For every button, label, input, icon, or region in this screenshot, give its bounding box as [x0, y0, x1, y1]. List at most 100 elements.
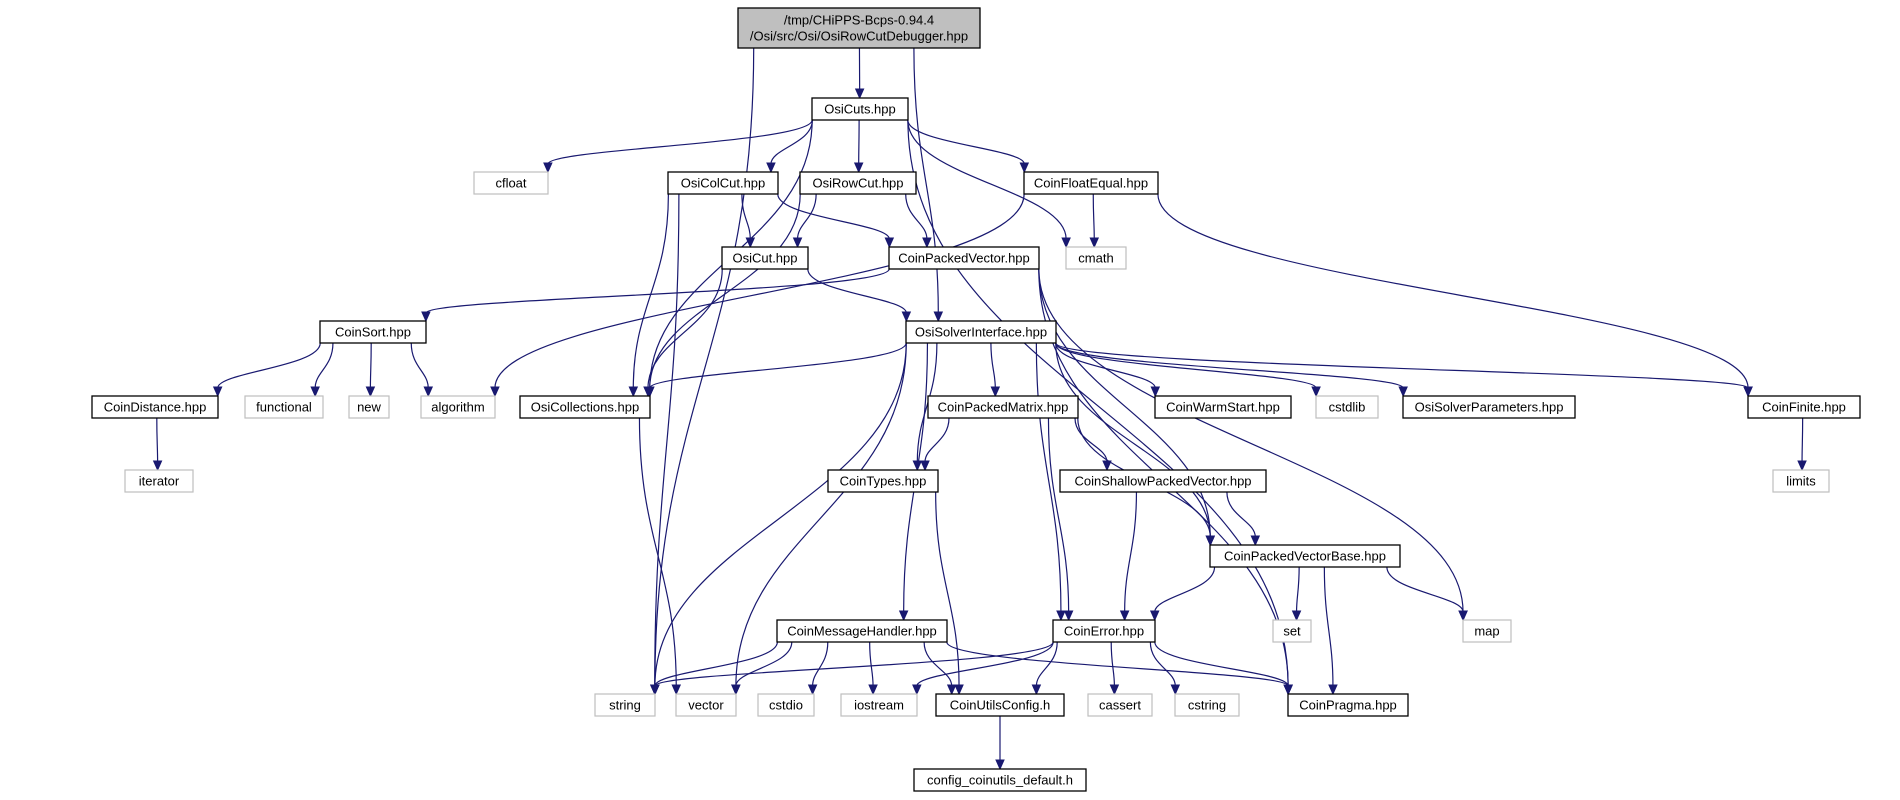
arrowhead-coinerror-to-iostream	[912, 684, 922, 696]
node-functional: functional	[244, 395, 324, 419]
node-coinpackedvectorbase[interactable]: CoinPackedVectorBase.hpp	[1209, 544, 1401, 568]
node-coinsort[interactable]: CoinSort.hpp	[319, 320, 427, 344]
node-coinwarmstart[interactable]: CoinWarmStart.hpp	[1154, 395, 1292, 419]
node-vector: vector	[675, 693, 737, 717]
node-coinfloatequal[interactable]: CoinFloatEqual.hpp	[1023, 171, 1159, 195]
node-label: iterator	[139, 474, 180, 489]
node-coinpackedmatrix[interactable]: CoinPackedMatrix.hpp	[927, 395, 1079, 419]
node-box	[473, 171, 549, 195]
edge-root-to-osisolverinterface	[913, 47, 939, 314]
node-box	[348, 395, 390, 419]
node-label: OsiSolverParameters.hpp	[1415, 400, 1564, 415]
node-osicollections[interactable]: OsiCollections.hpp	[519, 395, 651, 419]
node-coinshallowpackedvector[interactable]: CoinShallowPackedVector.hpp	[1059, 469, 1267, 493]
node-osisolverinterface[interactable]: OsiSolverInterface.hpp	[905, 320, 1057, 344]
node-coinmessagehandler[interactable]: CoinMessageHandler.hpp	[776, 619, 948, 643]
arrowhead-osisolverinterface-to-osicollections	[645, 386, 655, 398]
edge-coinshallowpackedvector-to-coinerror	[1124, 491, 1138, 613]
edge-coinpackedvectorbase-to-set	[1295, 566, 1300, 613]
arrowhead-coinpackedvectorbase-to-map	[1458, 610, 1468, 622]
edge-coinfloatequal-to-coinfinite	[1157, 193, 1749, 389]
edge-osicolcut-to-osicut	[741, 193, 751, 240]
node-box	[1052, 619, 1156, 643]
node-label: OsiRowCut.hpp	[812, 176, 903, 191]
arrowhead-osicuts-to-cfloat	[543, 162, 553, 174]
arrowhead-osicolcut-to-osicollections	[628, 386, 639, 398]
edge-coinpackedvectorbase-to-map	[1386, 566, 1464, 613]
edge-osisolverinterface-to-vector	[735, 342, 907, 687]
node-cassert: cassert	[1087, 693, 1153, 717]
node-box	[811, 97, 909, 121]
edge-root-to-string	[654, 47, 755, 687]
edge-coinfloatequal-to-cmath	[1092, 193, 1095, 240]
edge-coinfloatequal-to-algorithm	[494, 193, 1025, 389]
node-box	[594, 693, 656, 717]
node-label: iostream	[854, 698, 904, 713]
node-coinerror[interactable]: CoinError.hpp	[1052, 619, 1156, 643]
arrowhead-osicuts-to-osicolcut	[766, 162, 776, 174]
edge-osisolverinterface-to-cstdlib	[1055, 342, 1317, 389]
arrowhead-osicuts-to-cmath	[1061, 237, 1071, 249]
node-box	[1747, 395, 1861, 419]
edge-osisolverinterface-to-coinerror	[1035, 342, 1062, 613]
node-label: CoinWarmStart.hpp	[1166, 400, 1280, 415]
edge-coinerror-to-iostream	[916, 641, 1054, 687]
node-label: config_coinutils_default.h	[927, 773, 1073, 788]
arrowhead-root-to-osisolverinterface	[933, 311, 944, 323]
edge-coinerror-to-cassert	[1110, 641, 1115, 687]
edge-osicuts-to-osicolcut	[770, 119, 813, 165]
edge-osisolverinterface-to-osicollections	[649, 342, 907, 389]
arrowhead-coinfloatequal-to-cmath	[1089, 237, 1100, 249]
edge-coinpackedmatrix-to-coinshallowpackedvector	[1074, 417, 1108, 463]
edge-osirowcut-to-coinpackedvector	[905, 193, 928, 240]
edge-osicolcut-to-osicollections	[632, 193, 669, 389]
edge-osisolverinterface-to-coinpackedmatrix	[990, 342, 996, 389]
node-label: CoinFinite.hpp	[1762, 400, 1846, 415]
node-label: functional	[256, 400, 312, 415]
node-label: new	[357, 400, 381, 415]
arrowhead-coinpackedmatrix-to-cointypes	[920, 460, 930, 472]
edge-coinerror-to-coinutilsconfig	[1035, 641, 1058, 687]
node-label: CoinFloatEqual.hpp	[1034, 176, 1148, 191]
arrowhead-coinmessagehandler-to-coinutilsconfig	[946, 684, 957, 696]
node-coinpragma[interactable]: CoinPragma.hpp	[1287, 693, 1409, 717]
edge-layer	[152, 47, 1807, 771]
arrowhead-coinerror-to-coinpragma	[1283, 684, 1294, 696]
arrowhead-coinsort-to-new	[365, 386, 376, 398]
node-map: map	[1462, 619, 1512, 643]
node-coindistance[interactable]: CoinDistance.hpp	[91, 395, 219, 419]
node-coinfinite[interactable]: CoinFinite.hpp	[1747, 395, 1861, 419]
node-box	[675, 693, 737, 717]
arrowhead-coinerror-to-cstring	[1170, 684, 1181, 696]
arrowhead-coinmessagehandler-to-vector	[731, 684, 741, 696]
node-box	[667, 171, 779, 195]
node-root[interactable]: /tmp/CHiPPS-Bcps-0.94.4/Osi/src/Osi/OsiR…	[737, 7, 981, 49]
node-iostream: iostream	[840, 693, 918, 717]
node-cointypes[interactable]: CoinTypes.hpp	[827, 469, 939, 493]
arrowhead-coinerror-to-coinutilsconfig	[1031, 684, 1042, 696]
arrowhead-osicolcut-to-coinpackedvector	[884, 237, 895, 249]
arrowhead-coinerror-to-string	[650, 684, 660, 696]
node-cmath: cmath	[1065, 246, 1127, 270]
arrowhead-osisolverinterface-to-coinmessagehandler	[898, 610, 909, 622]
node-box	[519, 395, 651, 419]
node-osirowcut[interactable]: OsiRowCut.hpp	[799, 171, 917, 195]
node-osicolcut[interactable]: OsiColCut.hpp	[667, 171, 779, 195]
node-box	[319, 320, 427, 344]
arrowhead-coindistance-to-iterator	[152, 460, 163, 472]
node-configdefault[interactable]: config_coinutils_default.h	[913, 768, 1087, 792]
node-coinutilsconfig[interactable]: CoinUtilsConfig.h	[935, 693, 1065, 717]
node-coinpackedvector[interactable]: CoinPackedVector.hpp	[888, 246, 1040, 270]
node-osicut[interactable]: OsiCut.hpp	[721, 246, 809, 270]
node-osicuts[interactable]: OsiCuts.hpp	[811, 97, 909, 121]
node-label: CoinMessageHandler.hpp	[787, 624, 937, 639]
edge-coinpackedvectorbase-to-coinpragma	[1323, 566, 1334, 687]
arrowhead-coinpackedvectorbase-to-set	[1291, 610, 1302, 622]
node-box	[1154, 395, 1292, 419]
arrowhead-coinshallowpackedvector-to-coinpackedvectorbase	[1250, 535, 1261, 547]
node-osisolverparameters[interactable]: OsiSolverParameters.hpp	[1402, 395, 1576, 419]
node-box	[721, 246, 809, 270]
arrowhead-coinsort-to-coindistance	[212, 386, 223, 398]
node-box	[935, 693, 1065, 717]
node-label: limits	[1786, 474, 1816, 489]
